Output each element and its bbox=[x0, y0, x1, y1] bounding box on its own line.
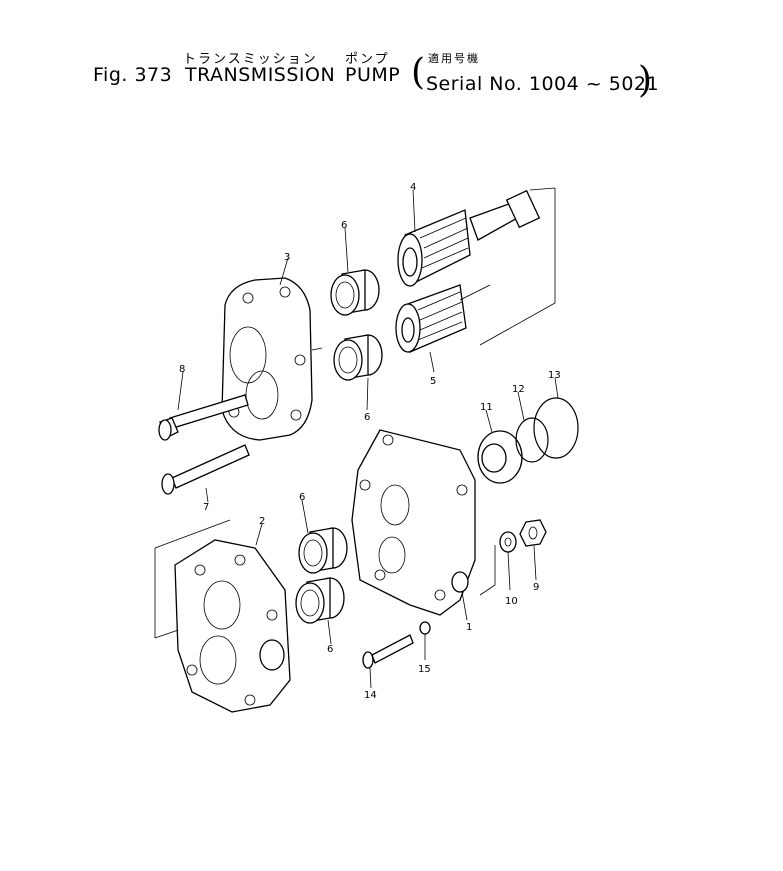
callout-3: 3 bbox=[284, 252, 290, 263]
callout-10: 10 bbox=[505, 596, 518, 607]
callout-5: 5 bbox=[430, 376, 436, 387]
washer bbox=[499, 531, 517, 553]
callout-11: 11 bbox=[480, 402, 493, 413]
callout-4: 4 bbox=[410, 182, 416, 193]
pump-body bbox=[174, 539, 291, 713]
nut bbox=[519, 519, 547, 547]
title-jp: トランスミッション bbox=[183, 52, 318, 67]
driven-gear-shaft bbox=[395, 284, 491, 353]
needle-bearing-lower-b bbox=[295, 577, 345, 624]
lock-washer bbox=[419, 621, 431, 635]
callout-6-d: 6 bbox=[327, 644, 333, 655]
serial-en: Serial No. 1004 ~ 5021 bbox=[426, 73, 660, 95]
subtitle-en: PUMP bbox=[345, 64, 401, 86]
callout-6-a: 6 bbox=[341, 220, 347, 231]
reference-bracket-lower bbox=[154, 519, 496, 639]
callout-6-b: 6 bbox=[364, 412, 370, 423]
callout-9: 9 bbox=[533, 582, 539, 593]
title-en: TRANSMISSION bbox=[185, 64, 336, 86]
callout-2: 2 bbox=[259, 516, 265, 527]
snap-ring bbox=[515, 417, 549, 463]
callout-12: 12 bbox=[512, 384, 525, 395]
leader-lines bbox=[177, 189, 559, 689]
pump-cover bbox=[221, 277, 323, 441]
callout-7: 7 bbox=[203, 502, 209, 513]
needle-bearing-mid bbox=[333, 334, 383, 381]
paren-close: ) bbox=[638, 60, 653, 101]
o-ring bbox=[533, 397, 579, 459]
serial-jp: 適用号機 bbox=[428, 52, 480, 65]
callout-1: 1 bbox=[466, 622, 472, 633]
bolt-upper bbox=[158, 394, 249, 441]
callout-14: 14 bbox=[364, 690, 377, 701]
bolt-lower bbox=[161, 444, 250, 495]
callout-13: 13 bbox=[548, 370, 561, 381]
drive-gear-shaft bbox=[397, 189, 541, 287]
needle-bearing-upper bbox=[330, 269, 380, 316]
bolt-small bbox=[362, 634, 414, 669]
callout-8: 8 bbox=[179, 364, 185, 375]
needle-bearing-lower-a bbox=[298, 527, 348, 574]
callout-6-c: 6 bbox=[299, 492, 305, 503]
callout-15: 15 bbox=[418, 664, 431, 675]
ball-bearing bbox=[477, 430, 523, 484]
figure-number: Fig. 373 bbox=[93, 64, 173, 86]
pump-case bbox=[351, 429, 476, 616]
reference-bracket-upper bbox=[479, 187, 556, 346]
paren-open: ( bbox=[411, 52, 426, 93]
subtitle-jp: ポンプ bbox=[345, 52, 390, 67]
